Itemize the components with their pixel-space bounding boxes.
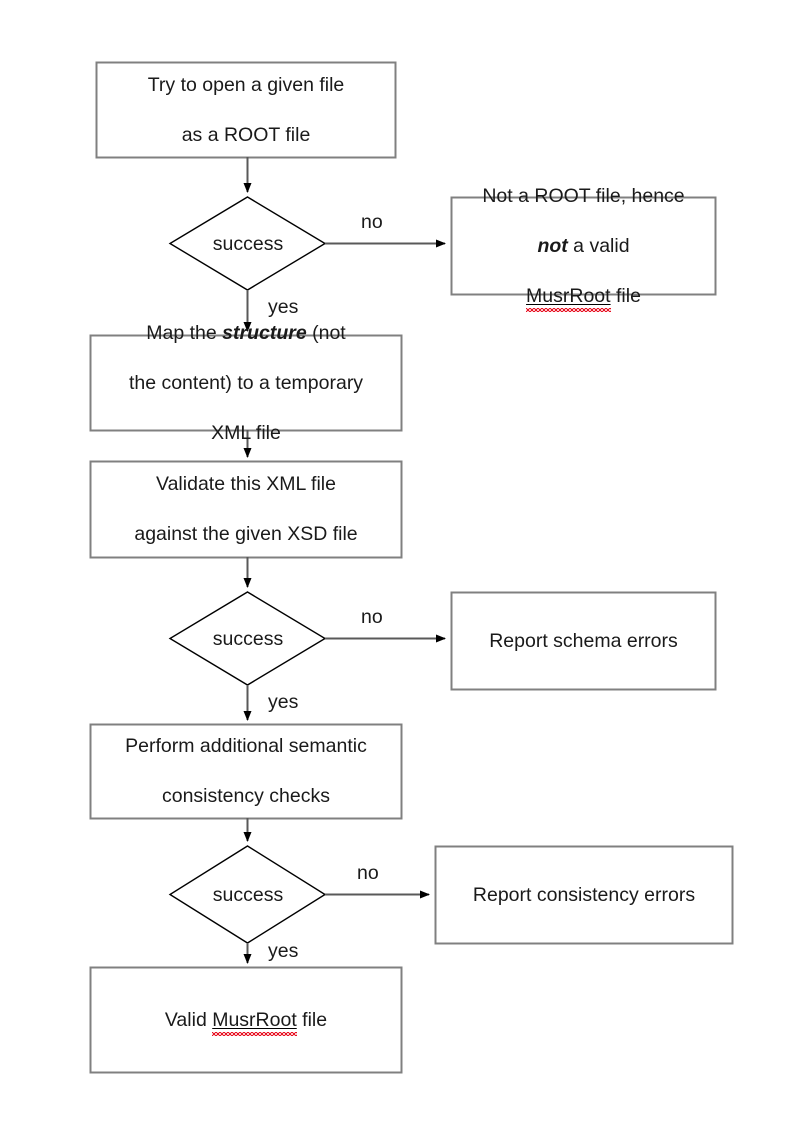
node-open-file-shape (95, 61, 397, 159)
node-decision-consistency-shape (168, 845, 327, 944)
edge-label-consistency-yes: yes (268, 940, 299, 962)
edge-label-consistency-no: no (357, 862, 379, 884)
node-valid-file-shape (89, 966, 403, 1074)
node-decision-schema-shape (168, 591, 327, 686)
node-validate-xml-shape (89, 460, 403, 559)
edge-label-root-no: no (361, 211, 383, 233)
node-decision-root-shape (168, 196, 327, 291)
edge-label-schema-yes: yes (268, 691, 299, 713)
edge-label-root-yes: yes (268, 296, 299, 318)
node-semantic-checks-shape (89, 723, 403, 820)
node-not-root-shape (450, 196, 717, 296)
node-report-schema-shape (450, 591, 717, 691)
node-report-consistency-shape (434, 845, 734, 945)
edge-label-schema-no: no (361, 606, 383, 628)
node-map-structure-shape (89, 334, 403, 432)
